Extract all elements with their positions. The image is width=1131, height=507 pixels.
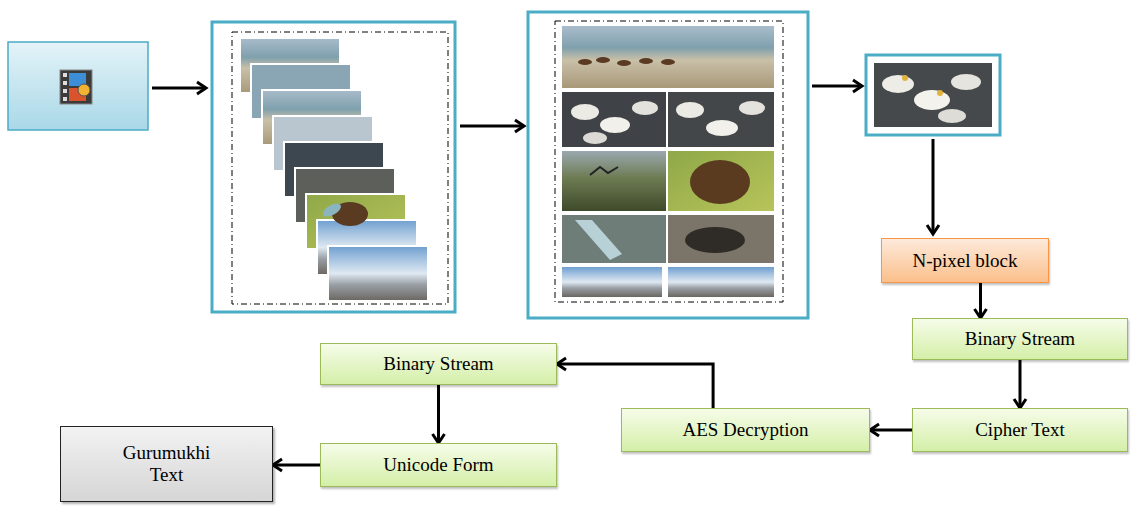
video-file-icon-part [60,70,92,104]
video-file-icon-part [63,81,67,85]
process-box: Binary Stream [912,318,1128,360]
frame-grid-panel-part [562,215,666,263]
frame-grid-panel-part [571,104,599,120]
video-file-icon [8,42,148,130]
process-box: AES Decryption [621,408,870,452]
video-file-icon-part [63,89,67,93]
selected-frame-panel-part [938,109,966,123]
box-label: Cipher Text [975,419,1065,441]
frame-grid-panel-part [596,57,610,63]
frame-grid-panel-part [685,227,745,253]
frame-grid-panel-part [661,59,675,65]
flow-arrows-part [460,125,524,128]
selected-frame-panel-part [874,63,992,127]
process-box: Unicode Form [320,443,557,487]
frame-stack-panel-part [212,22,455,312]
frame-grid-panel-part [562,151,666,211]
frame-stack-panel-part [328,246,428,301]
frame-grid-panel-part [668,267,774,297]
selected-frame-panel-part [866,55,1000,135]
selected-frame-panel-part [951,74,981,90]
process-box: N-pixel block [881,238,1049,283]
video-file-icon-part [8,42,148,130]
frame-grid-panel-part [739,101,765,115]
process-box: Binary Stream [320,343,557,385]
selected-frame-panel-part [902,75,908,81]
flow-arrow [557,364,713,408]
frame-grid-panel-part [590,167,618,175]
frame-stack-panel-part [232,32,448,304]
frame-grid-panel-part [578,59,592,65]
frame-grid-panel-part [668,215,774,263]
flow-arrow [273,464,320,467]
frame-grid-panel-part [562,267,662,297]
video-file-icon-part [63,97,67,101]
frame-grid-panel-part [575,220,622,260]
frame-grid-panel [528,12,808,318]
frame-grid-panel-part [668,151,774,211]
flow-arrows-part [812,85,862,88]
box-label: Gurumukhi Text [112,442,222,486]
selected-frame-panel-part [882,75,914,93]
frame-grid-panel-part [668,92,774,147]
box-label: Unicode Form [383,454,493,476]
frame-grid-panel-part [562,26,774,88]
flow-arrows-part [932,139,935,234]
frame-grid-panel-part [690,160,750,204]
frame-grid-panel-part [562,92,666,147]
flow-arrow [870,429,912,432]
frame-stack-panel [212,22,455,312]
frame-grid-panel-part [632,101,658,115]
frame-grid-panel-part [528,12,808,318]
box-label: Binary Stream [383,353,493,375]
frame-grid-panel-part [555,21,783,302]
frame-grid-panel-part [617,60,631,66]
frame-grid-panel-part [706,120,738,136]
video-file-icon-part [63,73,67,77]
box-label: N-pixel block [912,250,1017,272]
selected-frame-panel-part [914,90,950,110]
flow-arrows-part [152,87,206,90]
flow-arrow [979,283,982,318]
flow-arrow [437,385,440,443]
frame-grid-panel-part [583,132,607,144]
output-box: Gurumukhi Text [60,426,273,502]
box-label: AES Decryption [682,419,808,441]
flow-arrows [152,86,933,234]
frame-grid-panel-part [639,58,653,64]
frame-stack-panel-part [321,201,343,220]
process-box: Cipher Text [912,408,1128,452]
frame-grid-panel-part [600,117,630,133]
video-file-icon-part [78,84,90,96]
selected-frame-panel [866,55,1000,135]
box-label: Binary Stream [965,328,1075,350]
flow-arrow [1019,360,1022,408]
frame-grid-panel-part [676,102,704,118]
selected-frame-panel-part [937,90,943,96]
